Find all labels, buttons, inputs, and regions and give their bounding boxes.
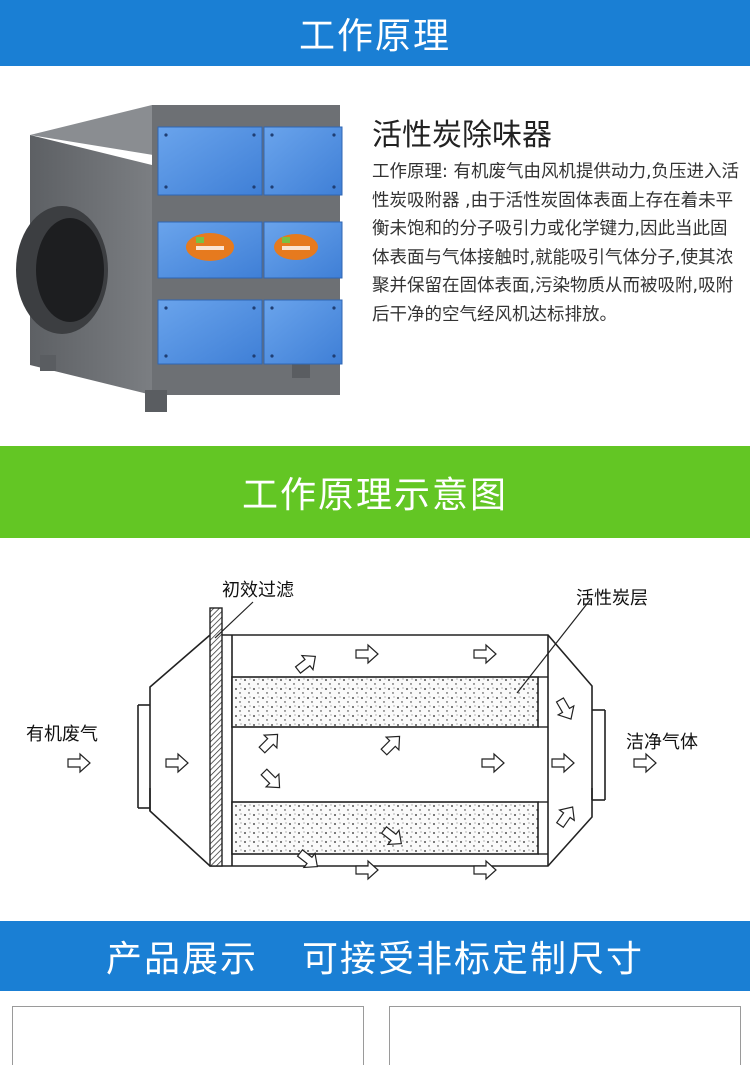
product-title: 活性炭除味器 xyxy=(372,118,552,153)
section-banner-product-display: 产品展示 可接受非标定制尺寸 xyxy=(0,921,750,991)
section-title: 工作原理示意图 xyxy=(241,475,508,516)
working-principle-diagram: 初效过滤 活性炭层 有机废气 洁净气体 xyxy=(26,580,698,880)
section-banner-principle-diagram: 工作原理示意图 xyxy=(0,446,750,538)
section-title: 工作原理 xyxy=(298,16,451,57)
inlet-label: 有机废气 xyxy=(26,724,98,745)
product-description: 工作原理: 有机废气由风机提供动力,负压进入活性炭吸附器 ,由于活性炭固体表面上… xyxy=(372,162,740,325)
product-image-frame xyxy=(12,1006,364,1065)
prefilter-label: 初效过滤 xyxy=(222,580,294,601)
carbon-layer-top xyxy=(231,676,539,728)
carbon-deodorizer-product-image xyxy=(16,105,343,412)
carbon-layer-label: 活性炭层 xyxy=(576,588,648,609)
panel-label-icon xyxy=(186,233,318,261)
product-image-frame xyxy=(389,1006,741,1065)
outlet-label: 洁净气体 xyxy=(626,732,698,753)
prefilter-layer xyxy=(209,607,223,867)
section-subtitle: 可接受非标定制尺寸 xyxy=(302,939,645,980)
section-title: 产品展示 xyxy=(105,939,258,980)
section-banner-work-principle: 工作原理 xyxy=(0,0,750,66)
